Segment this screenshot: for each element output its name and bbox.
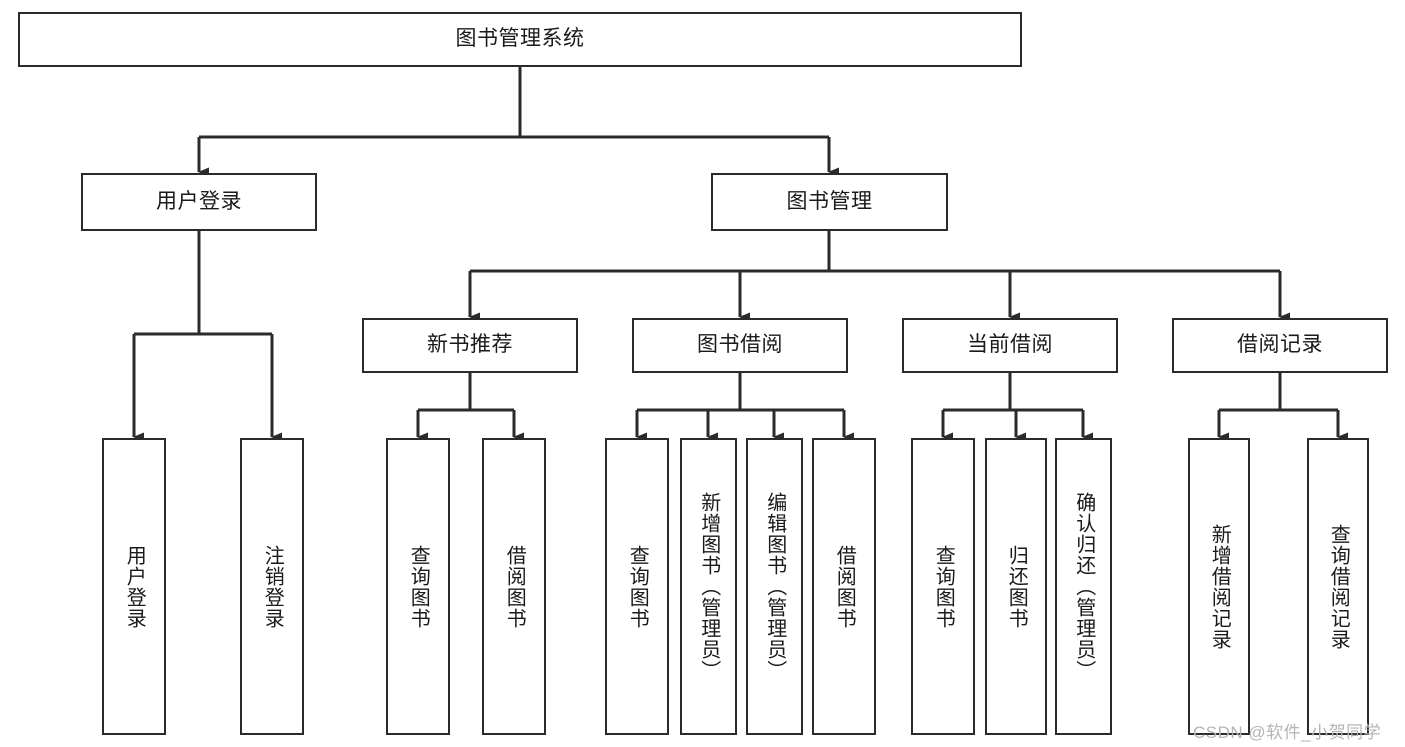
leaf-node-借阅图书[interactable]: 借阅图书 bbox=[482, 438, 546, 735]
leaf-node-确认归还管理员[interactable]: 确认归还（管理员） bbox=[1055, 438, 1112, 735]
node-label: 图书管理系统 bbox=[455, 27, 585, 51]
level3-node-当前借阅[interactable]: 当前借阅 bbox=[902, 318, 1118, 373]
level3-node-借阅记录[interactable]: 借阅记录 bbox=[1172, 318, 1388, 373]
leaf-node-查询借阅记录[interactable]: 查询借阅记录 bbox=[1307, 438, 1369, 735]
leaf-node-查询图书[interactable]: 查询图书 bbox=[605, 438, 669, 735]
node-label: 查询借阅记录 bbox=[1327, 523, 1350, 650]
node-label: 用户登录 bbox=[156, 189, 242, 213]
node-label: 归还图书 bbox=[1005, 544, 1028, 629]
leaf-node-新增图书管理员[interactable]: 新增图书（管理员） bbox=[680, 438, 737, 735]
node-label: 借阅记录 bbox=[1237, 333, 1323, 357]
node-label: 新增借阅记录 bbox=[1208, 523, 1231, 650]
node-label: 查询图书 bbox=[626, 544, 649, 629]
leaf-node-新增借阅记录[interactable]: 新增借阅记录 bbox=[1188, 438, 1250, 735]
node-label: 确认归还（管理员） bbox=[1072, 492, 1095, 681]
leaf-node-查询图书[interactable]: 查询图书 bbox=[386, 438, 450, 735]
level3-node-新书推荐[interactable]: 新书推荐 bbox=[362, 318, 578, 373]
node-label: 新增图书（管理员） bbox=[697, 492, 720, 681]
leaf-node-用户登录[interactable]: 用户登录 bbox=[102, 438, 166, 735]
node-label: 图书管理 bbox=[786, 189, 873, 213]
level2-node-用户登录[interactable]: 用户登录 bbox=[81, 173, 317, 231]
level3-node-图书借阅[interactable]: 图书借阅 bbox=[632, 318, 848, 373]
leaf-node-注销登录[interactable]: 注销登录 bbox=[240, 438, 304, 735]
node-label: 注销登录 bbox=[261, 544, 284, 629]
node-label: 编辑图书（管理员） bbox=[763, 492, 786, 681]
node-label: 借阅图书 bbox=[833, 544, 856, 629]
node-label: 查询图书 bbox=[407, 544, 430, 629]
node-label: 图书借阅 bbox=[697, 333, 783, 357]
leaf-node-借阅图书[interactable]: 借阅图书 bbox=[812, 438, 876, 735]
leaf-node-查询图书[interactable]: 查询图书 bbox=[911, 438, 975, 735]
level2-node-图书管理[interactable]: 图书管理 bbox=[711, 173, 948, 231]
root-node-图书管理系统[interactable]: 图书管理系统 bbox=[18, 12, 1022, 67]
leaf-node-编辑图书管理员[interactable]: 编辑图书（管理员） bbox=[746, 438, 803, 735]
leaf-node-归还图书[interactable]: 归还图书 bbox=[985, 438, 1047, 735]
node-label: 用户登录 bbox=[123, 544, 146, 629]
node-label: 查询图书 bbox=[932, 544, 955, 629]
node-label: 新书推荐 bbox=[427, 333, 513, 357]
connector-lines bbox=[132, 67, 1348, 442]
node-label: 借阅图书 bbox=[503, 544, 526, 629]
node-label: 当前借阅 bbox=[967, 333, 1053, 357]
